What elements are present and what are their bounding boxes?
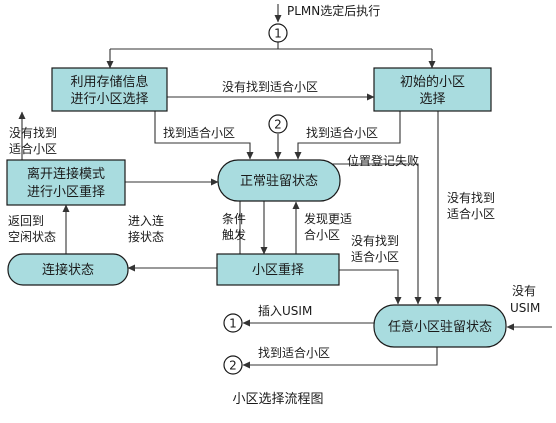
label-found-suitable-left: 找到适合小区 xyxy=(163,125,235,140)
edge-reselection-to-any xyxy=(339,269,402,305)
circle-node-2-top: 2 xyxy=(268,114,288,134)
edge-initial-to-normal xyxy=(294,111,401,160)
edge-any-to-circle2 xyxy=(242,347,438,369)
label-not-found-left-1: 没有找到 xyxy=(9,125,57,140)
edges xyxy=(18,4,552,369)
leave-connected-line1: 离开连接模式 xyxy=(27,166,105,182)
circle-node-2-bottom: 2 xyxy=(223,355,243,375)
connected-label: 连接状态 xyxy=(42,262,94,278)
box-stored-info-selection: 利用存储信息 进行小区选择 xyxy=(51,67,168,112)
edge-labels: PLMN选定后执行 没有找到适合小区 没有找到 适合小区 找到适合小区 找到适合… xyxy=(8,3,540,360)
circle-node-1-top: 1 xyxy=(268,23,288,43)
state-any-cell-camped: 任意小区驻留状态 xyxy=(373,304,507,348)
edge-normal-to-any xyxy=(306,163,422,305)
any-cell-camped-label: 任意小区驻留状态 xyxy=(388,319,492,335)
normal-camped-label: 正常驻留状态 xyxy=(240,174,318,189)
label-condition-2: 触发 xyxy=(222,227,246,242)
label-no-usim-1: 没有 xyxy=(512,283,536,298)
label-return-idle-2: 空闲状态 xyxy=(8,230,56,244)
label-insert-usim: 插入USIM xyxy=(258,304,312,318)
label-not-found-right-2: 适合小区 xyxy=(447,206,495,221)
initial-line2: 选择 xyxy=(419,92,445,107)
box-cell-reselection: 小区重择 xyxy=(216,253,340,286)
stored-info-line1: 利用存储信息 xyxy=(70,74,148,90)
circle-2-label: 2 xyxy=(274,118,282,132)
circle-node-1-bottom: 1 xyxy=(223,313,243,333)
label-registration-failed: 位置登记失败 xyxy=(347,153,419,168)
label-found-better-2: 合小区 xyxy=(304,227,340,242)
leave-connected-line2: 进行小区重择 xyxy=(27,184,105,200)
box-initial-cell-selection: 初始的小区 选择 xyxy=(373,67,492,112)
label-no-usim-2: USIM xyxy=(510,301,540,315)
label-not-found-mid-1: 没有找到 xyxy=(351,233,399,248)
label-not-found-left-2: 适合小区 xyxy=(9,141,57,156)
circle-1-label: 1 xyxy=(274,27,282,41)
box-leave-connected-reselection: 离开连接模式 进行小区重择 xyxy=(6,159,126,206)
label-not-found-suitable: 没有找到适合小区 xyxy=(222,79,318,94)
state-normal-camped: 正常驻留状态 xyxy=(217,159,341,202)
label-found-suitable-right: 找到适合小区 xyxy=(306,125,378,140)
label-plmn-selected: PLMN选定后执行 xyxy=(287,3,380,18)
label-enter-connected-1: 进入连 xyxy=(128,213,164,228)
stored-info-line2: 进行小区选择 xyxy=(70,92,148,107)
figure-caption: 小区选择流程图 xyxy=(232,392,324,407)
circle-1-bottom-label: 1 xyxy=(229,317,237,331)
label-condition-1: 条件 xyxy=(222,212,246,226)
state-connected: 连接状态 xyxy=(7,253,129,286)
circle-2-bottom-label: 2 xyxy=(229,359,237,373)
label-found-better-1: 发现更适 xyxy=(304,211,352,226)
initial-line1: 初始的小区 xyxy=(400,74,465,90)
label-found-suitable-bottom: 找到适合小区 xyxy=(258,345,330,360)
edge-stored-to-normal xyxy=(154,111,254,160)
label-not-found-mid-2: 适合小区 xyxy=(351,249,399,264)
label-not-found-right-1: 没有找到 xyxy=(447,190,495,205)
label-enter-connected-2: 接状态 xyxy=(128,229,164,244)
reselection-label: 小区重择 xyxy=(252,262,304,278)
label-return-idle-1: 返回到 xyxy=(8,214,44,228)
